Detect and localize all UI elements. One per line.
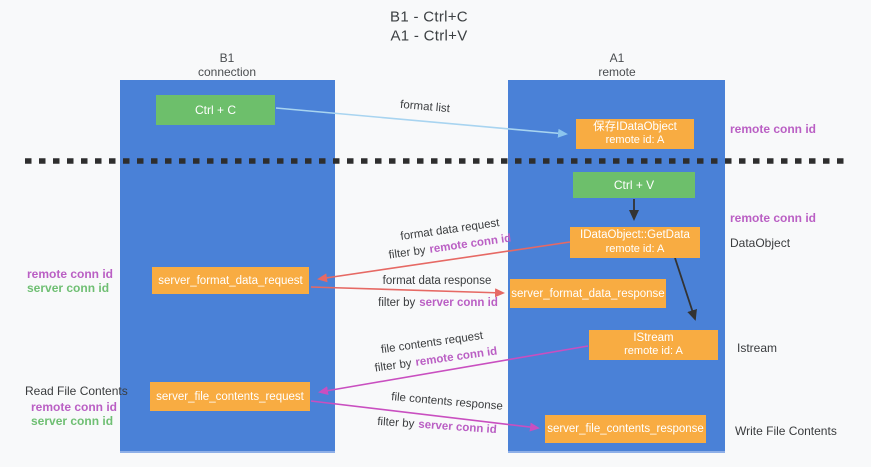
node-server-file-contents-response: server_file_contents_response [545, 415, 706, 443]
node-save-dataobject-line1: 保存IDataObject [593, 120, 677, 133]
lifeline-right-name: A1 [609, 51, 625, 65]
arrow-getdata-to-istream [674, 257, 697, 321]
node-server-format-data-request: server_format_data_request [152, 267, 309, 294]
side-label-remote-conn-id-top: remote conn id [730, 122, 817, 136]
node-save-dataobject: 保存IDataObject remote id: A [576, 119, 694, 149]
arrow-format-list [275, 107, 568, 138]
node-idataobject-getdata-line2: remote id: A [605, 242, 665, 255]
node-istream-line2: remote id: A [624, 345, 683, 358]
node-istream-line1: IStream [633, 331, 674, 344]
node-server-format-data-response: server_format_data_response [510, 279, 666, 308]
side-label-remote-conn-id-mid: remote conn id [730, 211, 817, 225]
node-save-dataobject-line2: remote id: A [605, 134, 665, 147]
side-label-left-remote-conn-id-1: remote conn id [27, 267, 114, 281]
server-conn-id-text: server conn id [419, 297, 498, 309]
node-ctrl-v: Ctrl + V [573, 172, 695, 198]
arrow-file-contents-request [318, 345, 589, 396]
arrow-format-data-response [310, 286, 505, 298]
arrow-file-contents-response [310, 400, 540, 432]
arrow-format-data-request [317, 241, 571, 283]
lifeline-left-name: B1 [219, 51, 235, 65]
node-idataobject-getdata-line1: IDataObject::GetData [580, 229, 690, 242]
side-label-dataobject: DataObject [730, 236, 791, 250]
side-label-read-file-contents: Read File Contents [25, 384, 128, 398]
side-label-left-remote-conn-id-2: remote conn id [31, 400, 118, 414]
node-ctrl-c: Ctrl + C [156, 95, 275, 125]
diagram-title-line2: A1 - Ctrl+V [390, 27, 468, 45]
label-format-data-response: format data response [382, 275, 492, 287]
filter-by-text: filter by [378, 297, 416, 309]
lifeline-right-role: remote [598, 65, 636, 79]
node-istream: IStream remote id: A [589, 330, 718, 360]
filter-by-text: filter by [376, 415, 415, 431]
side-label-write-file-contents: Write File Contents [735, 424, 837, 438]
lifeline-left-role: connection [197, 65, 257, 79]
side-label-istream: Istream [737, 341, 778, 355]
side-label-left-server-conn-id-2: server conn id [31, 414, 114, 428]
diagram-title-line1: B1 - Ctrl+C [390, 8, 468, 26]
side-label-left-server-conn-id-1: server conn id [27, 281, 110, 295]
node-server-file-contents-request: server_file_contents_request [150, 382, 310, 411]
node-idataobject-getdata: IDataObject::GetData remote id: A [570, 227, 700, 258]
